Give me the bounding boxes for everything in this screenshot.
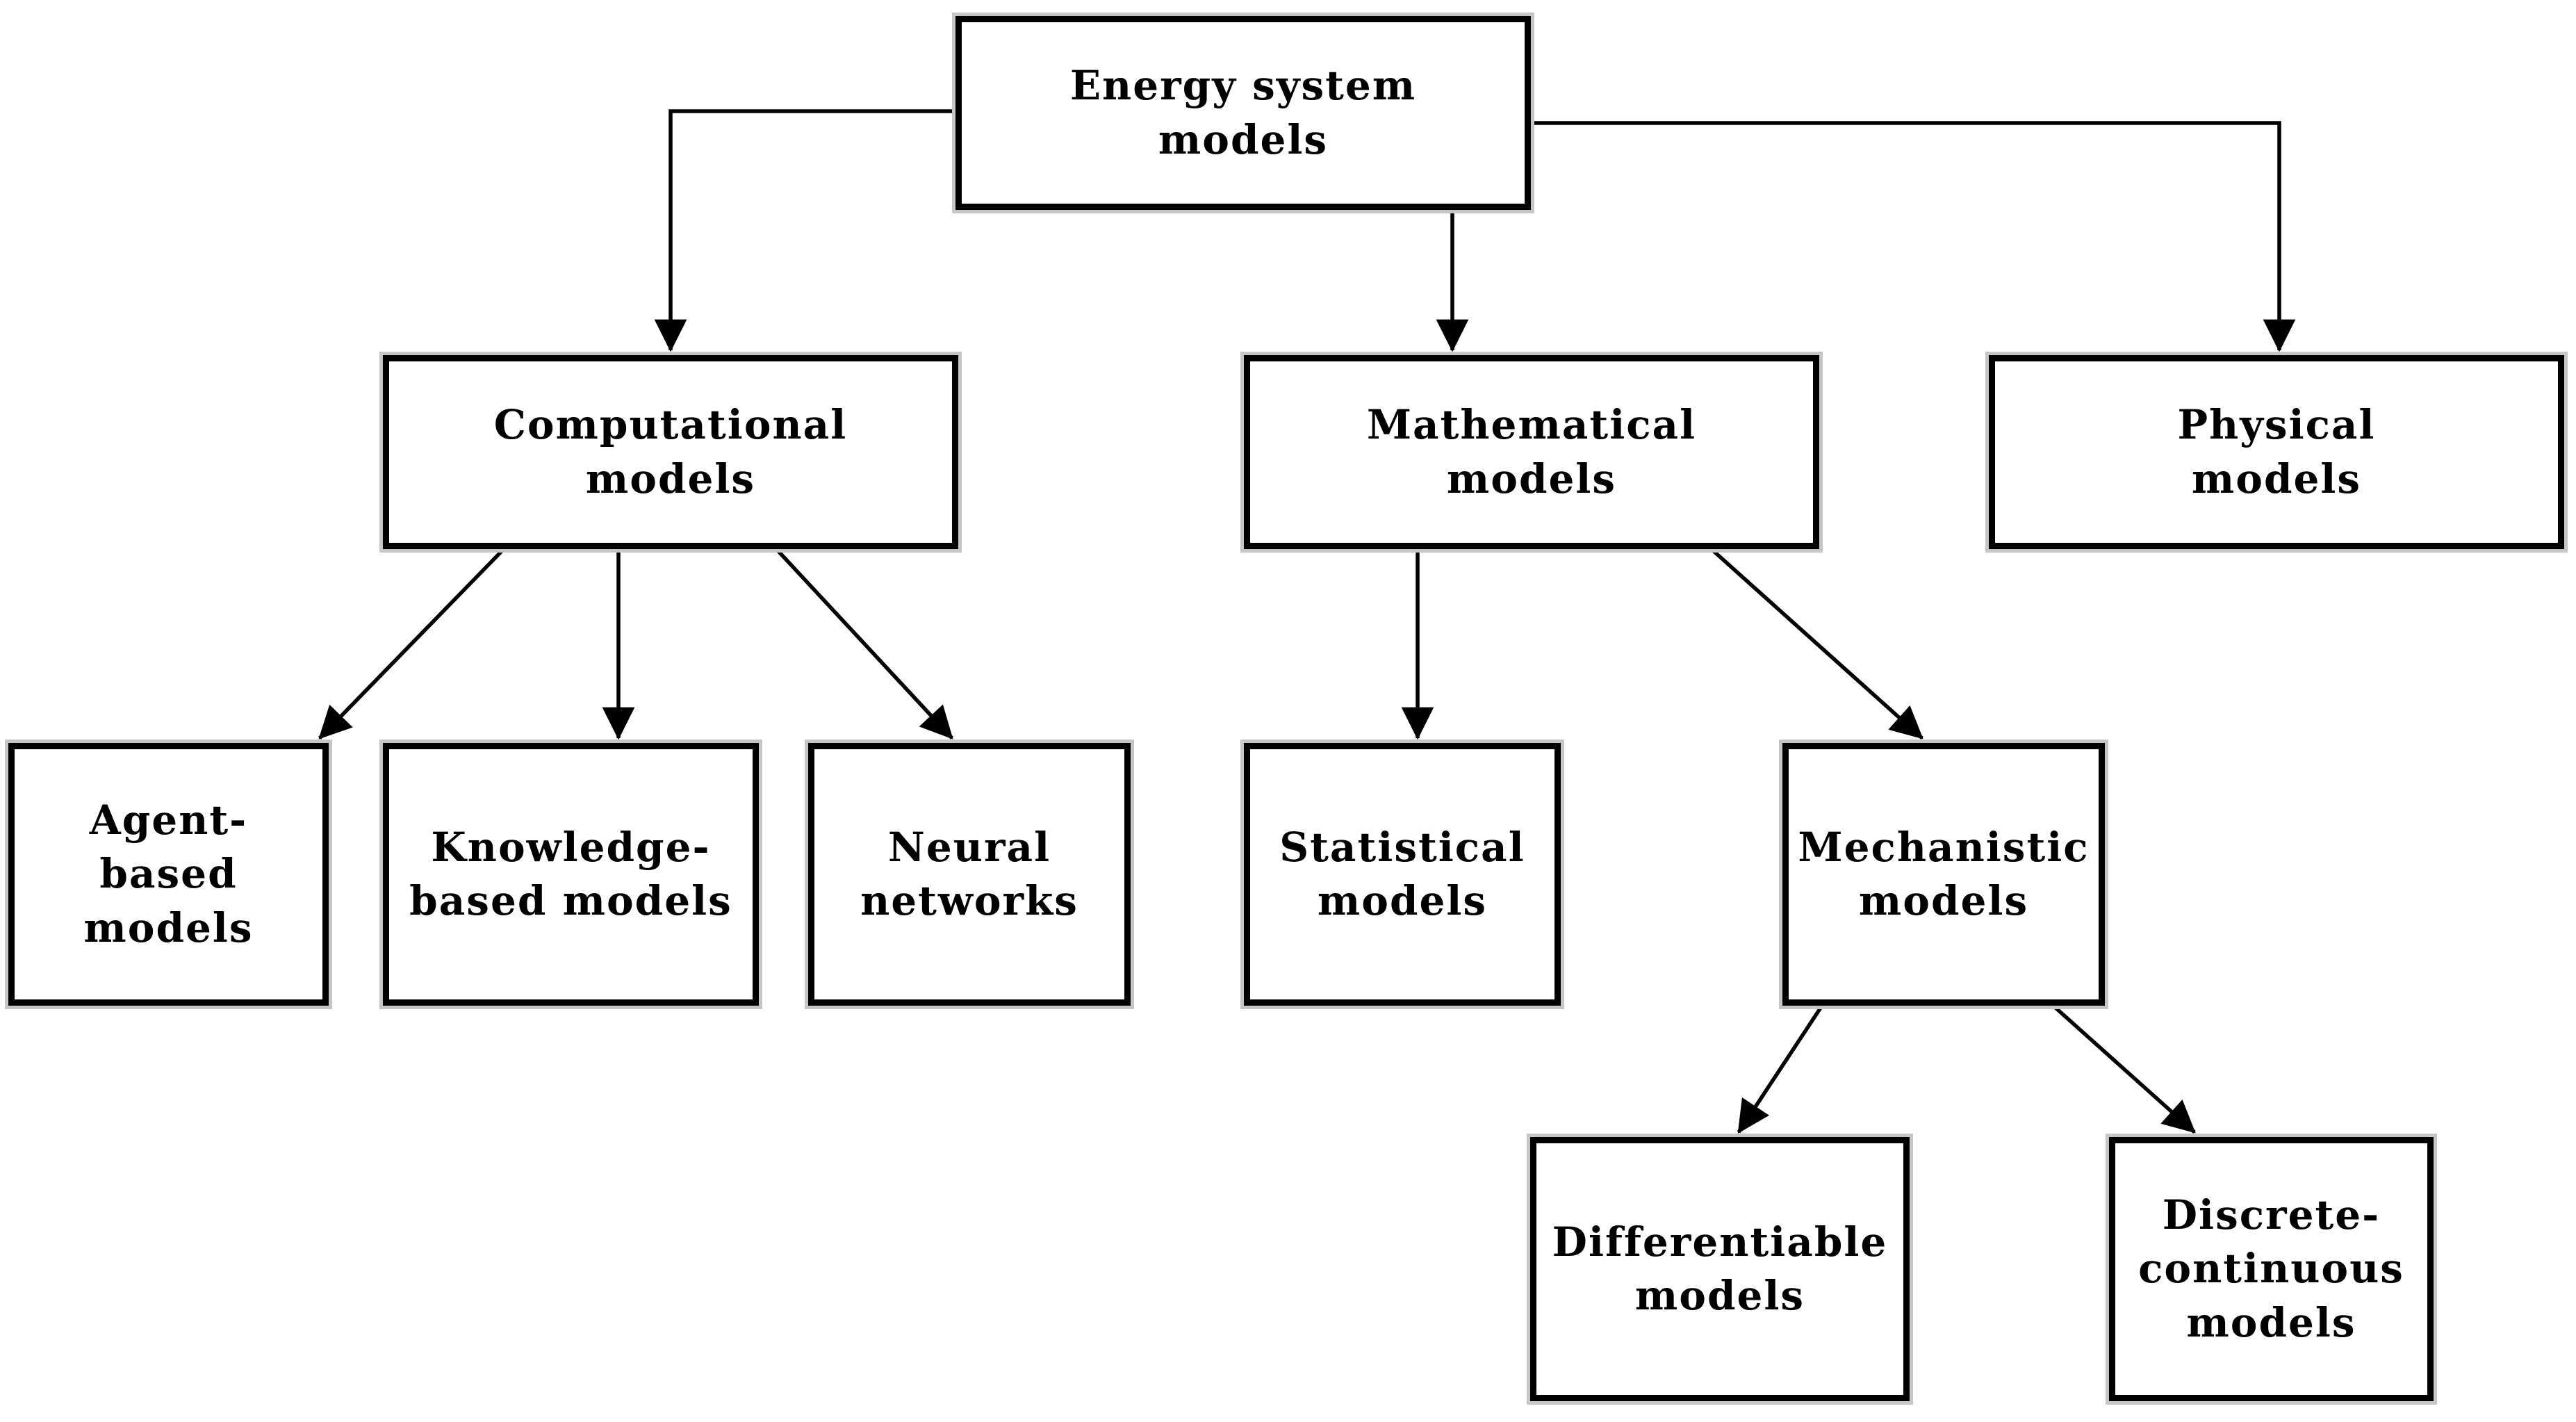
edge-computational-models--to--neural-networks <box>776 550 954 739</box>
node-label-discrete-continuous-models: Discrete- continuous models <box>2138 1191 2404 1346</box>
node-differentiable-models: Differentiable models <box>1530 1137 1910 1401</box>
node-neural-networks: Neural networks <box>808 743 1131 1006</box>
node-knowledge-based-models: Knowledge- based models <box>383 743 759 1006</box>
edge-mechanistic-models--to--discrete-continuous-models <box>2054 1006 2196 1134</box>
node-physical-models: Physical models <box>1989 355 2564 549</box>
node-label-mechanistic-models: Mechanistic models <box>1798 823 2090 924</box>
edge-mechanistic-models--to--differentiable-models <box>1737 1006 1823 1134</box>
node-label-statistical-models: Statistical models <box>1279 823 1525 924</box>
node-label-differentiable-models: Differentiable models <box>1552 1218 1888 1319</box>
node-label-agent-based-models: Agent-based models <box>83 796 254 951</box>
node-statistical-models: Statistical models <box>1244 743 1561 1006</box>
node-mathematical-models: Mathematical models <box>1244 355 1819 549</box>
node-label-neural-networks: Neural networks <box>860 823 1078 924</box>
node-discrete-continuous-models: Discrete- continuous models <box>2109 1137 2434 1401</box>
edge-energy-system-models--to--computational-models <box>654 109 955 352</box>
edge-energy-system-models--to--physical-models <box>1531 121 2296 352</box>
node-label-energy-system-models: Energy system models <box>1069 62 1417 163</box>
node-label-knowledge-based-models: Knowledge- based models <box>409 823 732 924</box>
edge-mathematical-models--to--mechanistic-models <box>1712 549 1923 740</box>
edges-group <box>318 109 2296 1134</box>
node-label-physical-models: Physical models <box>2177 401 2376 502</box>
node-label-mathematical-models: Mathematical models <box>1366 401 1697 502</box>
edge-computational-models--to--agent-based-models <box>318 550 503 739</box>
node-energy-system-models: Energy system models <box>955 16 1531 210</box>
node-agent-based-models: Agent-based models <box>8 743 329 1006</box>
node-computational-models: Computational models <box>383 355 958 549</box>
node-mechanistic-models: Mechanistic models <box>1782 743 2105 1006</box>
node-label-computational-models: Computational models <box>493 401 848 502</box>
